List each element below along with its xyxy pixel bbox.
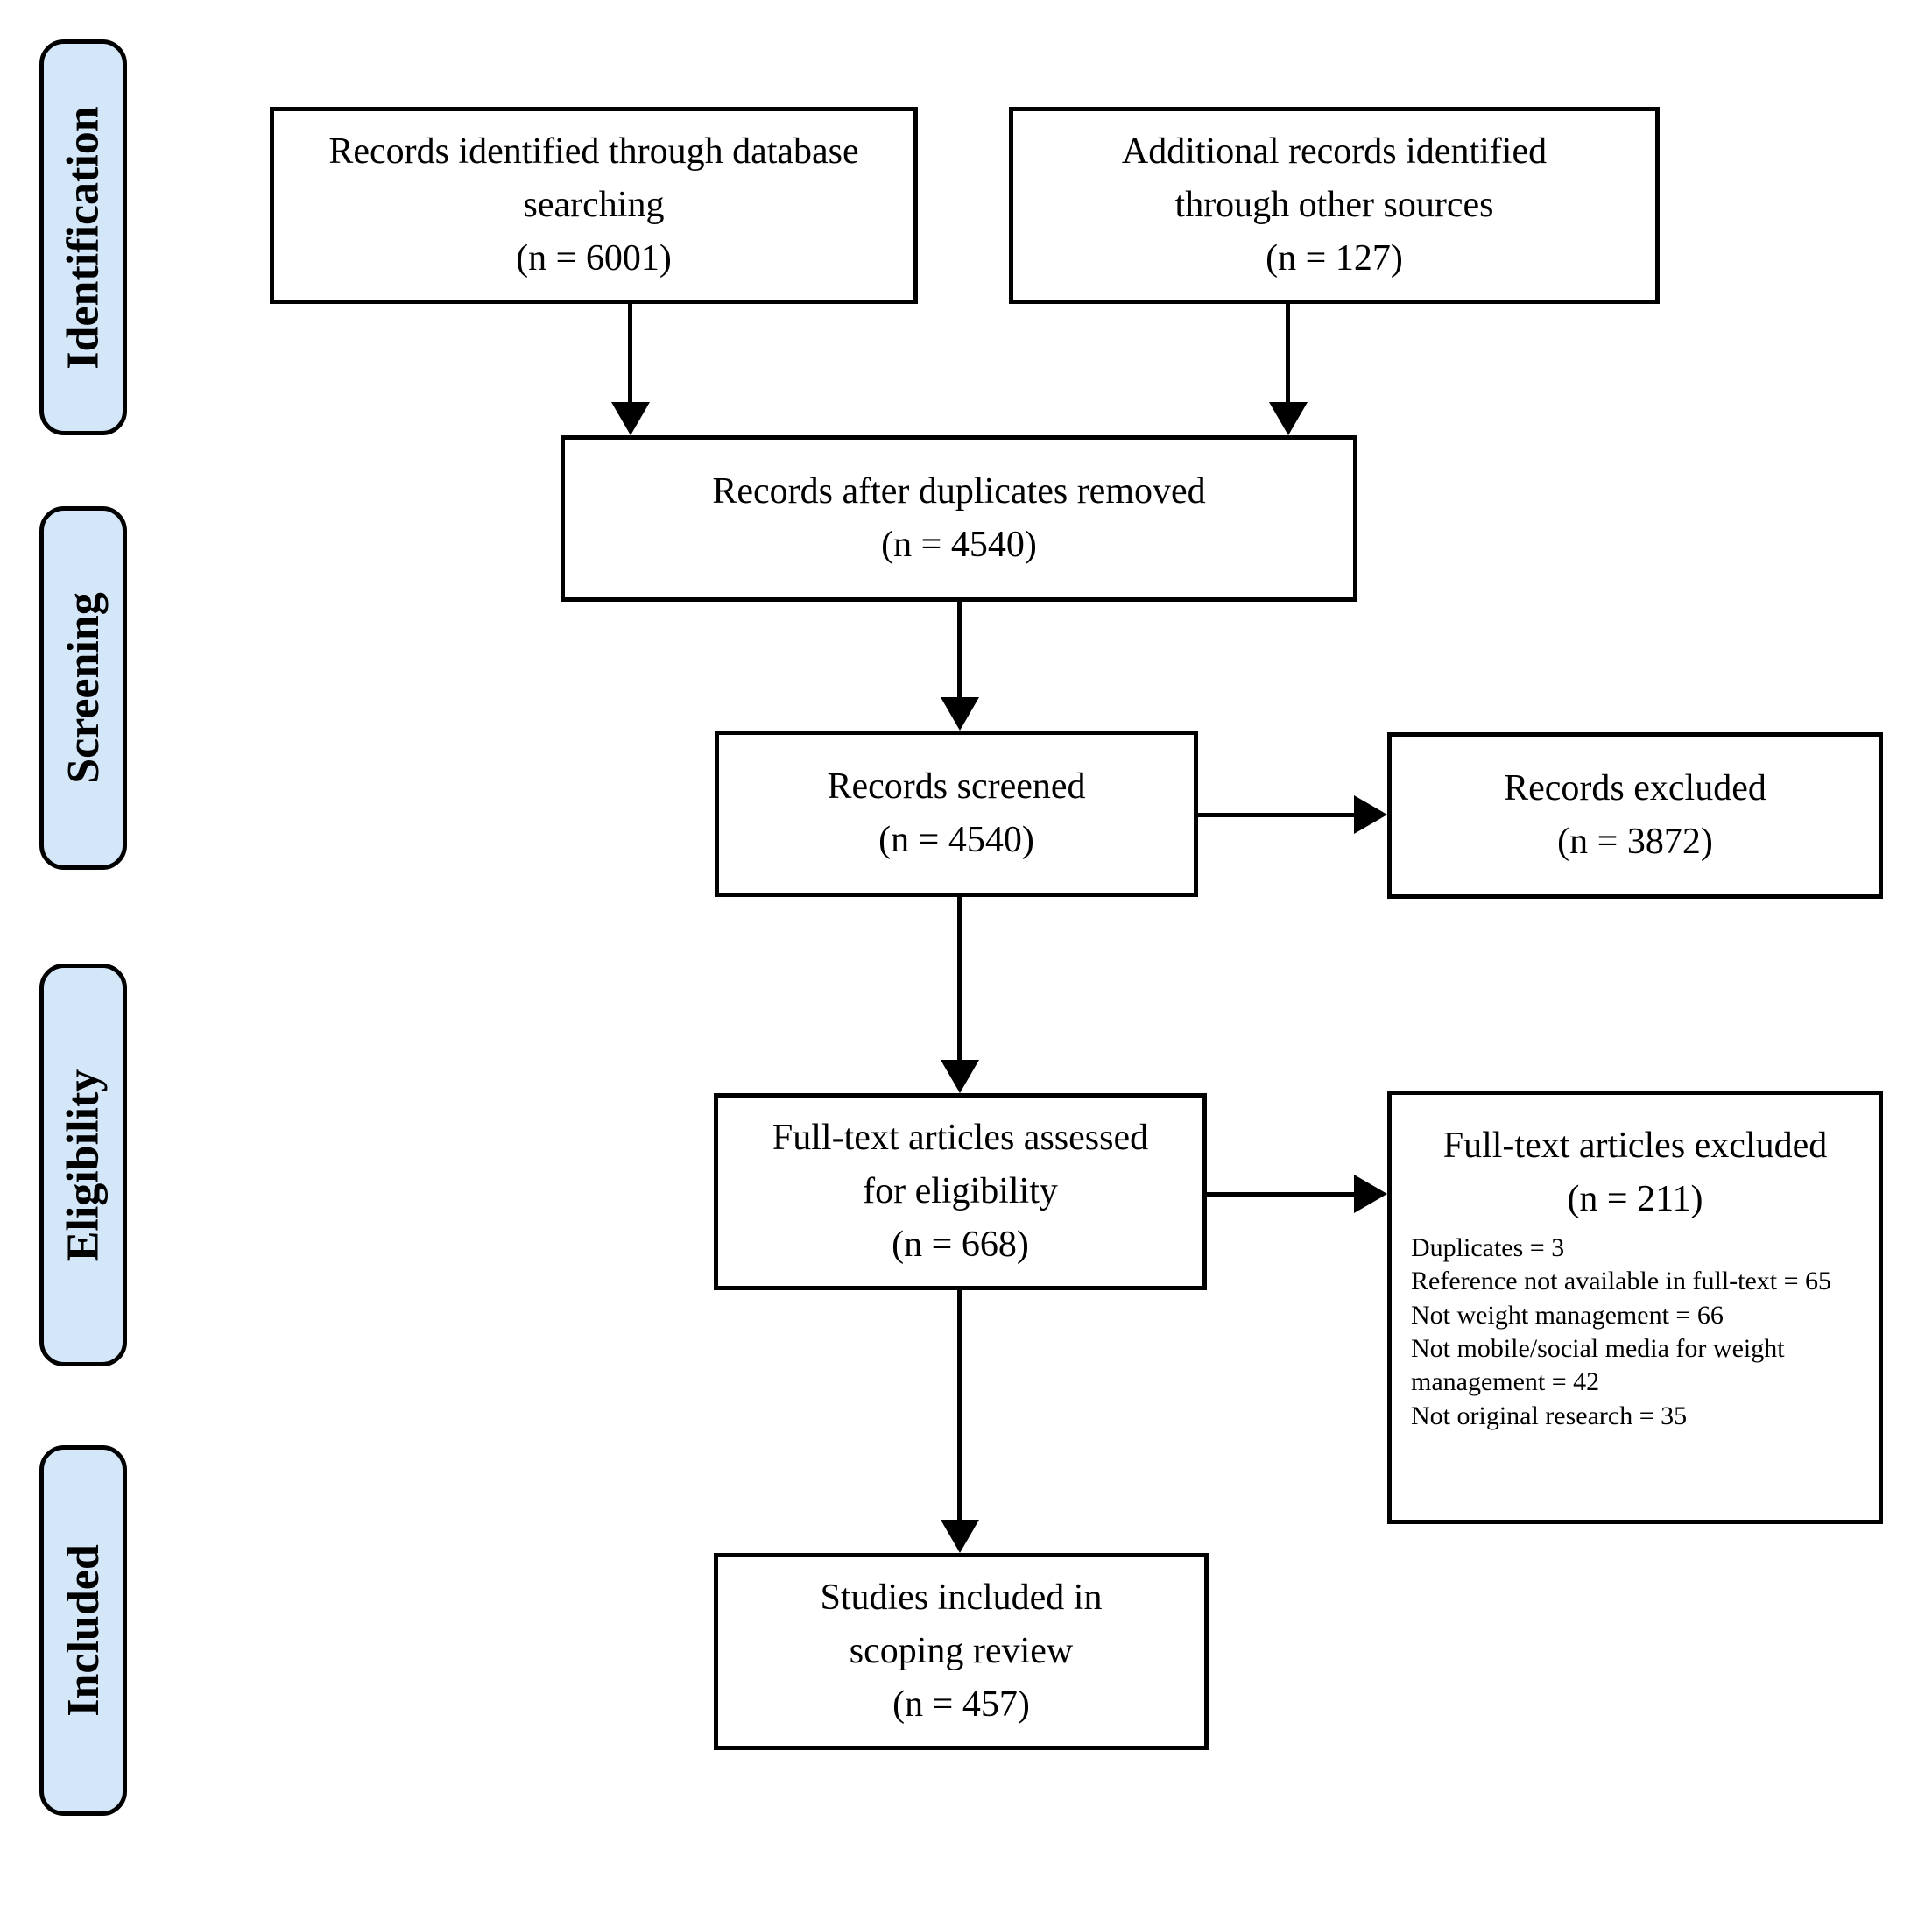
- exclusion-reason: Not weight management = 66: [1411, 1300, 1724, 1330]
- arrow-fulltext-to-included-head-icon: [941, 1520, 979, 1553]
- arrow-duplicates-to-screened-line: [957, 602, 962, 697]
- box-line: Additional records identified: [1121, 131, 1548, 173]
- box-fulltext-articles-assessed: Full-text articles assessed for eligibil…: [714, 1093, 1207, 1290]
- arrow-screened-to-excluded-line: [1198, 813, 1354, 817]
- box-records-excluded: Records excluded (n = 3872): [1387, 732, 1883, 899]
- box-line: Records screened: [827, 766, 1086, 808]
- stage-label-included: Included: [39, 1445, 127, 1816]
- box-fulltext-articles-excluded: Full-text articles excluded (n = 211) Du…: [1387, 1091, 1883, 1524]
- box-line: Studies included in: [820, 1578, 1103, 1619]
- box-count: (n = 127): [1266, 237, 1403, 279]
- box-line: searching: [523, 185, 665, 226]
- arrow-fulltext-to-included-line: [957, 1290, 962, 1520]
- stage-label-text: Identification: [58, 105, 109, 370]
- arrow-fulltext-to-excluded-line: [1207, 1192, 1354, 1197]
- box-line: Records identified through database: [328, 131, 859, 173]
- box-count: (n = 211): [1567, 1178, 1703, 1219]
- box-records-identified-database: Records identified through database sear…: [270, 107, 918, 304]
- stage-label-text: Included: [58, 1544, 109, 1717]
- exclusion-reasons-list: Duplicates = 3 Reference not available i…: [1392, 1226, 1879, 1433]
- stage-label-screening: Screening: [39, 506, 127, 870]
- box-records-screened: Records screened (n = 4540): [715, 731, 1198, 897]
- box-line: scoping review: [849, 1631, 1074, 1672]
- box-count: (n = 457): [892, 1684, 1030, 1725]
- arrow-db-to-duplicates-line: [628, 304, 632, 402]
- stage-label-identification: Identification: [39, 39, 127, 435]
- box-count: (n = 4540): [878, 820, 1034, 860]
- box-title: Full-text articles excluded: [1442, 1126, 1828, 1166]
- arrow-duplicates-to-screened-head-icon: [941, 697, 979, 731]
- arrow-other-to-duplicates-head-icon: [1269, 402, 1308, 435]
- box-count: (n = 6001): [516, 237, 672, 279]
- arrow-fulltext-to-excluded-head-icon: [1354, 1175, 1387, 1213]
- exclusion-reason: Not original research = 35: [1411, 1401, 1688, 1430]
- arrow-screened-to-fulltext-line: [957, 897, 962, 1060]
- arrow-other-to-duplicates-line: [1286, 304, 1290, 402]
- box-count: (n = 4540): [881, 525, 1037, 565]
- stage-label-text: Eligibility: [58, 1069, 109, 1261]
- box-studies-included-scoping-review: Studies included in scoping review (n = …: [714, 1553, 1209, 1750]
- box-additional-records-other-sources: Additional records identified through ot…: [1009, 107, 1660, 304]
- box-line: Records after duplicates removed: [712, 471, 1206, 512]
- box-line: Full-text articles assessed: [772, 1118, 1149, 1159]
- stage-label-eligibility: Eligibility: [39, 964, 127, 1366]
- exclusion-reason: Reference not available in full-text = 6…: [1411, 1267, 1832, 1296]
- box-line: Records excluded: [1504, 768, 1766, 809]
- box-line: for eligibility: [863, 1171, 1058, 1212]
- exclusion-reason: Not mobile/social media for weight manag…: [1411, 1333, 1785, 1397]
- box-count: (n = 668): [892, 1224, 1029, 1265]
- box-records-after-duplicates-removed: Records after duplicates removed (n = 45…: [561, 435, 1357, 602]
- arrow-screened-to-excluded-head-icon: [1354, 795, 1387, 834]
- box-count: (n = 3872): [1557, 822, 1713, 862]
- stage-label-text: Screening: [58, 592, 109, 784]
- exclusion-reason: Duplicates = 3: [1411, 1232, 1565, 1262]
- arrow-db-to-duplicates-head-icon: [611, 402, 650, 435]
- box-line: through other sources: [1174, 185, 1494, 226]
- arrow-screened-to-fulltext-head-icon: [941, 1060, 979, 1093]
